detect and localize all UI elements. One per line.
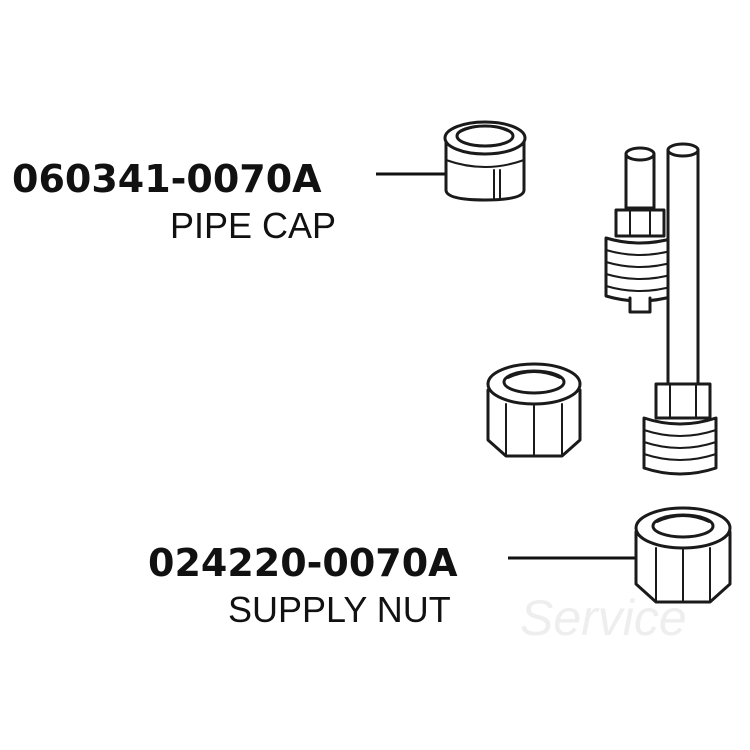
part-number-supply-nut: 024220-0070A [148,541,458,585]
callout-pipe-cap: 060341-0070A PIPE CAP [12,157,448,246]
pipe-cap-illustration [443,120,527,202]
supply-tube-illustration-right [642,142,718,476]
hex-nut-illustration-middle [486,362,582,458]
part-number-pipe-cap: 060341-0070A [12,157,322,201]
part-name-pipe-cap: PIPE CAP [170,205,336,246]
supply-nut-illustration [634,506,732,604]
part-name-supply-nut: SUPPLY NUT [228,589,451,630]
callout-supply-nut: 024220-0070A SUPPLY NUT [148,541,640,630]
supply-tube-illustration-left [604,146,676,314]
